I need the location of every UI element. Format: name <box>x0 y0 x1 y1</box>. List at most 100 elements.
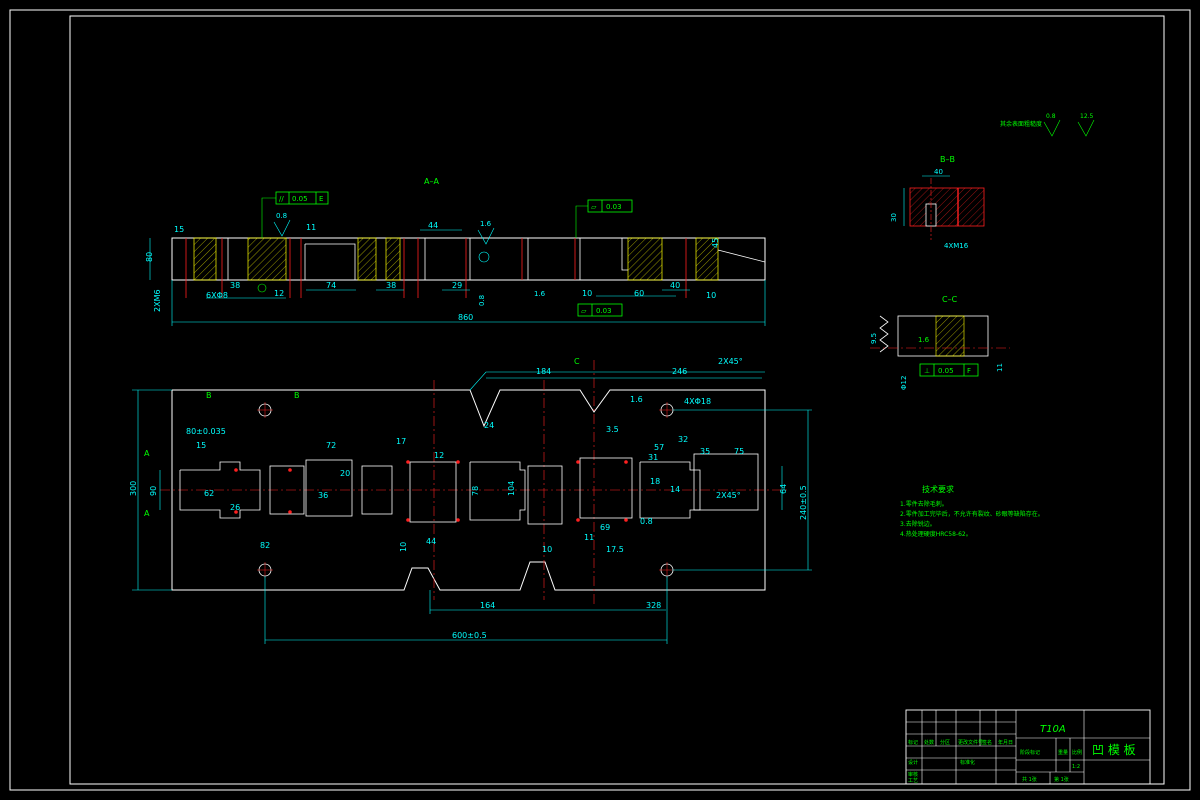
svg-text:3.5: 3.5 <box>606 425 619 434</box>
svg-text:0.8: 0.8 <box>478 295 486 306</box>
svg-text:38: 38 <box>386 281 396 290</box>
section-aa-label: A–A <box>424 177 439 186</box>
drawing-frame-inner <box>69 15 1165 785</box>
svg-text:860: 860 <box>458 313 473 322</box>
svg-text:标记: 标记 <box>908 739 918 746</box>
svg-text:26: 26 <box>230 503 240 512</box>
flatness-tolerance-frame-2: ▱ 0.03 <box>577 303 623 317</box>
die-cavities <box>179 453 759 525</box>
drawing-frame-outer <box>9 9 1191 791</box>
section-aa-view: A–A <box>145 177 766 326</box>
svg-text:62: 62 <box>204 489 214 498</box>
section-bb-label: B–B <box>940 155 955 164</box>
svg-text:30: 30 <box>890 213 898 222</box>
svg-text:36: 36 <box>318 491 328 500</box>
pilot-holes <box>234 460 628 522</box>
flatness-tolerance-frame: ▱ 0.03 <box>575 199 633 238</box>
svg-text:82: 82 <box>260 541 270 550</box>
svg-text:10: 10 <box>582 289 592 298</box>
svg-text:12.5: 12.5 <box>1080 113 1094 120</box>
svg-text:57: 57 <box>654 443 664 452</box>
svg-text:1.6: 1.6 <box>630 395 643 404</box>
svg-text:1.6: 1.6 <box>480 220 492 228</box>
svg-text:15: 15 <box>196 441 206 450</box>
svg-text:工艺: 工艺 <box>908 778 918 784</box>
svg-text:签名: 签名 <box>982 739 992 746</box>
svg-text:40: 40 <box>670 281 680 290</box>
svg-text:Φ12: Φ12 <box>900 376 908 390</box>
section-bb-view: B–B 40 30 4XM16 <box>890 155 985 250</box>
svg-text:14: 14 <box>670 485 680 494</box>
svg-text:40: 40 <box>934 168 943 176</box>
svg-text:44: 44 <box>426 537 436 546</box>
roughness-symbols-aa: 1.6 0.8 1.6 0.8 <box>273 212 546 306</box>
part-name: 凹 模 板 <box>1092 743 1136 757</box>
svg-text:9.5: 9.5 <box>870 333 878 344</box>
svg-text:标准化: 标准化 <box>960 759 975 766</box>
svg-text:比例: 比例 <box>1072 749 1082 756</box>
svg-text:6XΦ8: 6XΦ8 <box>206 291 228 300</box>
svg-text:32: 32 <box>678 435 688 444</box>
svg-text:0.05: 0.05 <box>292 195 308 203</box>
svg-text:B: B <box>206 391 212 400</box>
svg-text:246: 246 <box>672 367 687 376</box>
svg-text:64: 64 <box>779 484 788 494</box>
svg-text:▱: ▱ <box>581 307 587 315</box>
aa-internal-lines <box>227 238 766 280</box>
section-cc-view: C–C 9.5 1.6 ⊥ 0.05 F 11 Φ12 <box>870 295 1010 390</box>
aa-red-slots <box>185 238 687 298</box>
plan-view: 184 246 2X45° 300 90 80±0.035 15 72 17 2… <box>129 357 812 644</box>
svg-text:2X45°: 2X45° <box>716 491 741 500</box>
tech-req-title: 技术要求 <box>922 484 954 494</box>
tech-req-item: 1.零件去除毛刺。 <box>900 500 948 508</box>
svg-text:80: 80 <box>145 252 154 262</box>
svg-text:35: 35 <box>700 447 710 456</box>
svg-text:2XM6: 2XM6 <box>153 289 162 312</box>
svg-text:F: F <box>967 367 971 375</box>
svg-text:90: 90 <box>149 486 158 496</box>
plan-dim-texts: 184 246 2X45° 300 90 80±0.035 15 72 17 2… <box>129 357 808 640</box>
svg-text:4XΦ18: 4XΦ18 <box>684 397 711 406</box>
svg-text:设计: 设计 <box>908 759 918 766</box>
section-cc-label: C–C <box>942 295 958 304</box>
svg-text:⊥: ⊥ <box>924 367 930 375</box>
svg-text:▱: ▱ <box>591 203 597 211</box>
svg-text:第 1张: 第 1张 <box>1054 776 1069 783</box>
svg-text:11: 11 <box>306 223 316 232</box>
svg-text:1.6: 1.6 <box>918 336 930 344</box>
svg-text:0.03: 0.03 <box>606 203 622 211</box>
svg-text:处数: 处数 <box>924 739 934 746</box>
svg-text:80±0.035: 80±0.035 <box>186 427 226 436</box>
tech-req-item: 4.热处理硬度HRC58-62。 <box>900 530 972 538</box>
svg-text://: // <box>279 195 284 203</box>
svg-text:72: 72 <box>326 441 336 450</box>
roughness-note: 其余表面粗糙度 0.8 12.5 <box>1000 113 1095 137</box>
svg-text:1.6: 1.6 <box>534 290 546 298</box>
svg-text:年月日: 年月日 <box>998 739 1013 746</box>
svg-text:184: 184 <box>536 367 551 376</box>
svg-text:4XM16: 4XM16 <box>944 242 969 250</box>
plan-dimension-lines <box>132 377 812 644</box>
svg-text:12: 12 <box>434 451 444 460</box>
svg-text:0.8: 0.8 <box>640 517 653 526</box>
svg-text:17: 17 <box>396 437 406 446</box>
tech-requirements: 技术要求 1.零件去除毛刺。 2.零件加工完毕后，不允许有裂纹、砂眼等缺陷存在。… <box>900 484 1044 538</box>
svg-text:10: 10 <box>706 291 716 300</box>
plan-outline <box>171 389 766 591</box>
svg-text:重量: 重量 <box>1058 749 1068 756</box>
svg-text:44: 44 <box>428 221 438 230</box>
svg-text:2X45°: 2X45° <box>718 357 743 366</box>
aa-dimensions <box>149 229 766 326</box>
svg-text:60: 60 <box>634 289 644 298</box>
svg-text:E: E <box>319 195 323 203</box>
svg-text:300: 300 <box>129 481 138 496</box>
svg-text:18: 18 <box>650 477 660 486</box>
svg-text:A: A <box>144 449 150 458</box>
svg-text:29: 29 <box>452 281 462 290</box>
aa-dim-texts: 860 15 80 38 74 12 11 44 29 10 60 40 10 … <box>145 221 720 322</box>
svg-text:B: B <box>294 391 300 400</box>
svg-text:10: 10 <box>542 545 552 554</box>
svg-text:164: 164 <box>480 601 495 610</box>
section-markers: B B C A A <box>144 357 580 518</box>
svg-text:78: 78 <box>471 486 480 496</box>
